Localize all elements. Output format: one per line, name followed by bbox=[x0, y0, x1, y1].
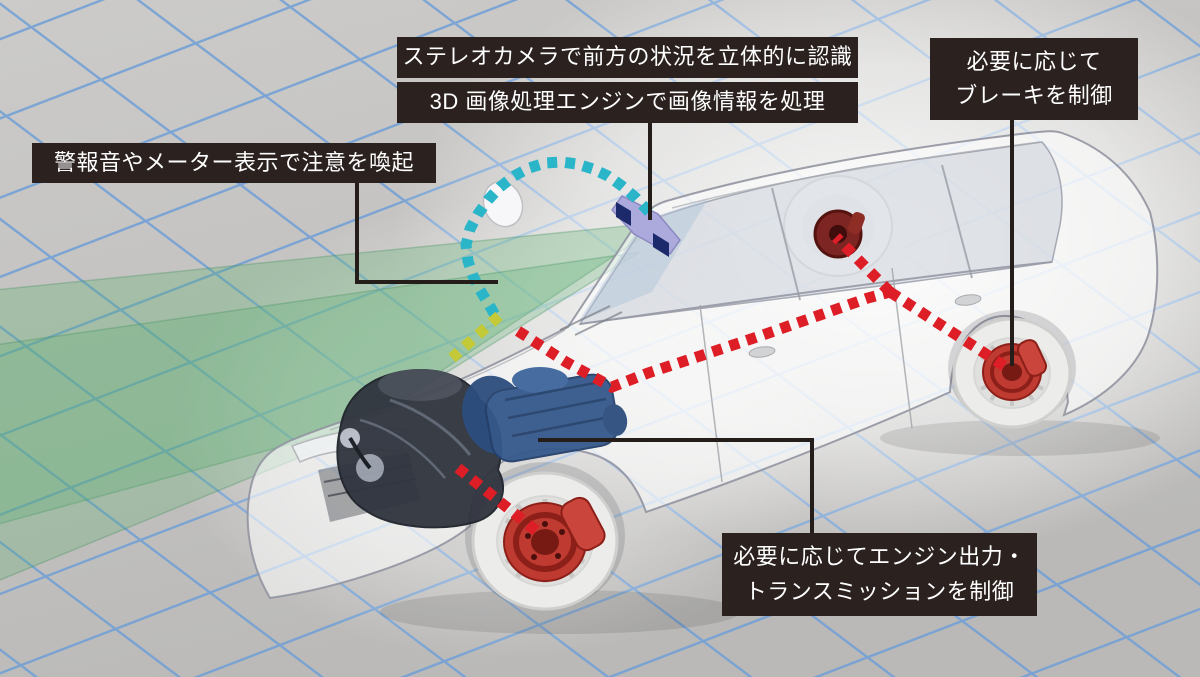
stereo-camera-unit bbox=[611, 195, 681, 257]
label-brake-control-line2: ブレーキを制御 bbox=[955, 83, 1113, 108]
label-brake-control-line1: 必要に応じて bbox=[966, 48, 1102, 74]
b-pillar bbox=[771, 187, 801, 301]
control-path-far-front-brake bbox=[832, 233, 894, 296]
label-stereo-camera: ステレオカメラで前方の状況を立体的に認識 bbox=[397, 37, 858, 78]
connector-engine-label bbox=[538, 438, 814, 533]
label-engine-control-line2: トランスミッションを制御 bbox=[744, 578, 1015, 604]
control-path-main bbox=[515, 286, 892, 394]
connector-warning-label bbox=[355, 183, 498, 284]
label-warning-text: 警報音やメーター表示で注意を喚起 bbox=[53, 149, 414, 175]
label-warning: 警報音やメーター表示で注意を喚起 bbox=[32, 143, 436, 183]
front-door-seam bbox=[699, 304, 723, 483]
label-stereo-camera-text: ステレオカメラで前方の状況を立体的に認識 bbox=[402, 44, 853, 70]
rear-door-handle bbox=[954, 294, 982, 306]
beltline bbox=[579, 261, 1053, 325]
label-engine-control: 必要に応じてエンジン出力・ トランスミッションを制御 bbox=[722, 533, 1037, 616]
wiper bbox=[559, 305, 623, 336]
roof-line bbox=[671, 141, 1041, 209]
front-brake-disc bbox=[503, 496, 606, 582]
camera-data-path bbox=[460, 156, 654, 318]
control-path-rear-brake bbox=[887, 287, 1009, 372]
front-door-handle bbox=[748, 346, 776, 358]
windshield bbox=[578, 199, 708, 322]
signal-paths bbox=[448, 156, 1009, 539]
c-pillar bbox=[941, 164, 973, 279]
engine bbox=[336, 369, 504, 529]
label-image-processing-text: 3D 画像処理エンジンで画像情報を処理 bbox=[429, 89, 826, 115]
label-engine-control-line1: 必要に応じてエンジン出力・ bbox=[733, 544, 1026, 570]
label-brake-control: 必要に応じて ブレーキを制御 bbox=[930, 38, 1138, 120]
label-connectors bbox=[355, 120, 1014, 533]
label-image-processing: 3D 画像処理エンジンで画像情報を処理 bbox=[397, 82, 858, 123]
